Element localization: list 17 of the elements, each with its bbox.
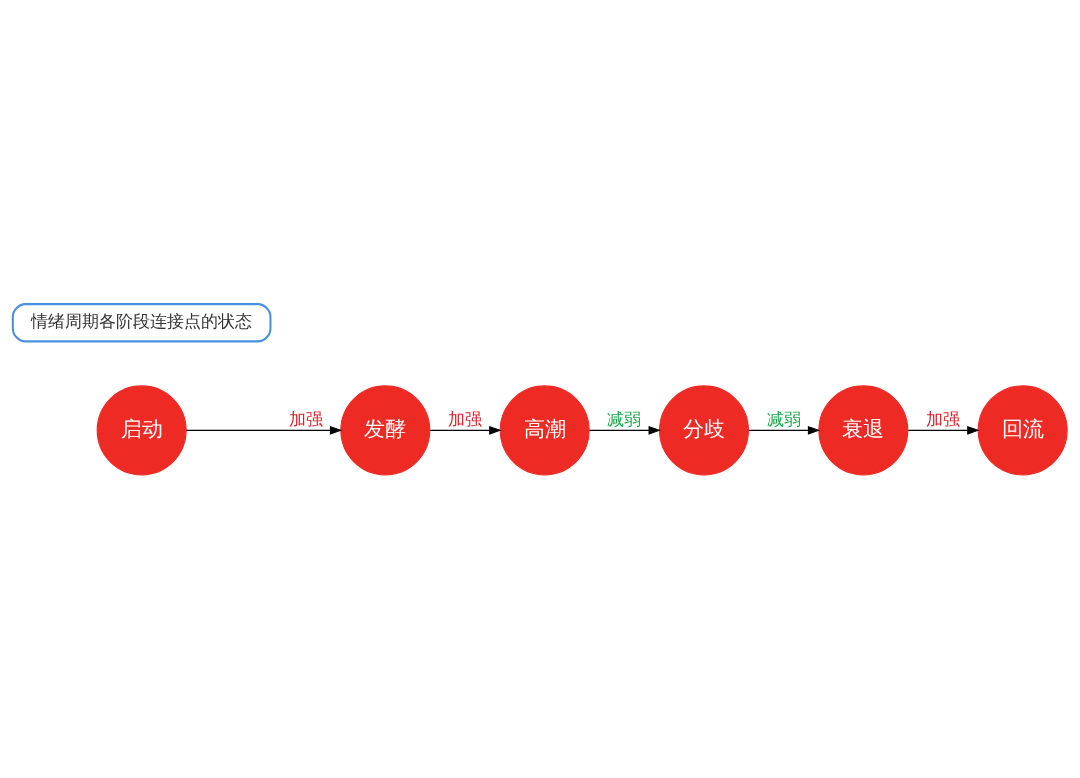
node-circle: 高潮 xyxy=(499,384,590,475)
node-circle: 衰退 xyxy=(818,384,909,475)
node-box: 情绪周期各阶段连接点的状态 xyxy=(11,302,272,342)
edge-label: 减弱 xyxy=(766,409,801,429)
node-circle: 回流 xyxy=(977,384,1068,475)
edge-label: 加强 xyxy=(447,409,482,429)
node-circle: 发酵 xyxy=(340,384,431,475)
arrow xyxy=(748,425,821,435)
edge-label: 加强 xyxy=(288,409,323,429)
arrow xyxy=(907,425,980,435)
arrow xyxy=(589,425,661,435)
arrow xyxy=(429,425,502,435)
node-circle: 启动 xyxy=(96,384,187,475)
edge-label: 加强 xyxy=(926,409,961,429)
edge-label: 减弱 xyxy=(607,409,642,429)
node-circle: 分歧 xyxy=(659,384,749,475)
arrow xyxy=(185,425,343,435)
